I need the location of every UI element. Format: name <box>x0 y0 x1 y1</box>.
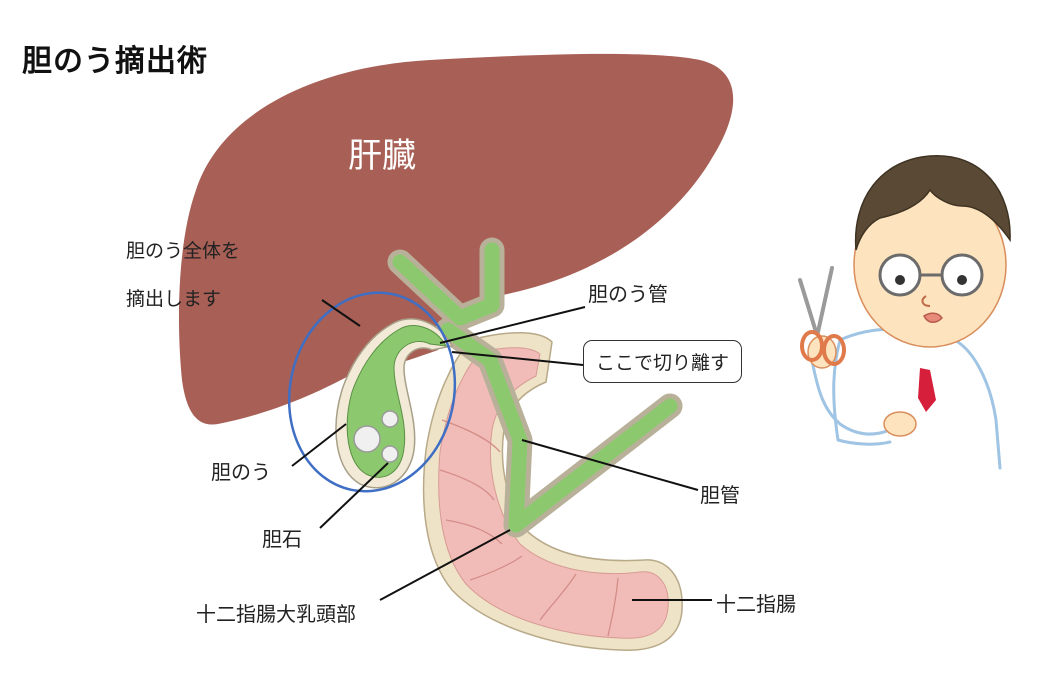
duodenum-fold <box>607 577 619 637</box>
gallstone <box>353 425 381 453</box>
gallstone <box>381 410 399 428</box>
gallstone <box>381 445 399 463</box>
removal-circle <box>287 291 457 493</box>
papilla-label: 十二指腸大乳頭部 <box>196 602 356 626</box>
duodenum-label: 十二指腸 <box>716 592 796 616</box>
duodenum-fold <box>469 555 523 581</box>
gallbladder-label: 胆のう <box>211 460 271 484</box>
liver-label: 肝臓 <box>348 136 416 176</box>
removal-note-line1: 胆のう全体を <box>126 240 241 262</box>
liver-shape <box>178 53 734 425</box>
leader-lines <box>291 299 712 601</box>
duodenum-fold <box>439 469 495 501</box>
bile-duct-label: 胆管 <box>700 483 740 507</box>
bile-duct-system <box>387 237 683 538</box>
duodenum-inner <box>438 347 669 639</box>
doctor-illustration <box>798 155 1011 470</box>
page-title: 胆のう摘出術 <box>22 44 208 79</box>
duodenum-fold <box>539 573 577 621</box>
cut-here-callout: ここで切り離す <box>583 340 743 383</box>
duodenum-fold <box>445 519 503 545</box>
removal-note-line2: 摘出します <box>126 288 222 310</box>
cystic-duct-label: 胆のう管 <box>588 282 668 306</box>
gallstone-label: 胆石 <box>262 527 302 551</box>
